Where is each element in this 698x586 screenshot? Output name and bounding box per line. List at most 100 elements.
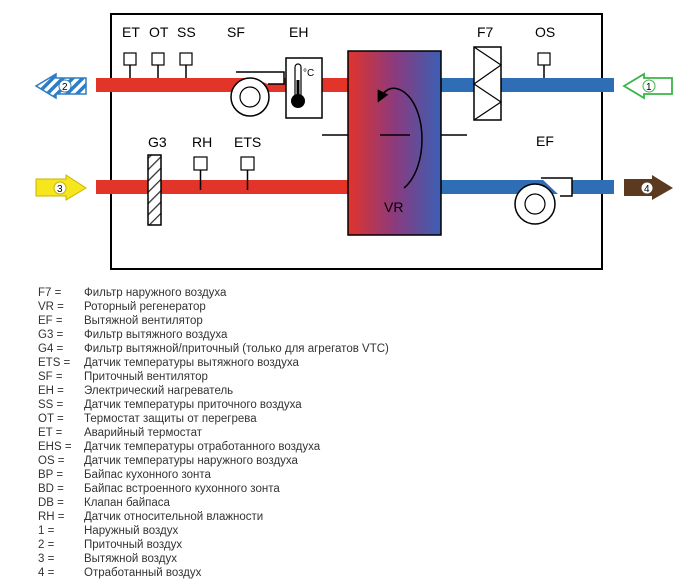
legend-row: OT = Термостат защиты от перегрева — [38, 412, 678, 426]
legend-code: 2 = — [38, 539, 55, 551]
rotation-arrow-icon — [377, 87, 423, 189]
legend-description: Датчик температуры наружного воздуха — [84, 455, 298, 467]
legend-code: EHS = — [38, 441, 72, 453]
legend-description: Вытяжной вентилятор — [84, 315, 203, 327]
supply-air-arrow: 2 — [34, 72, 87, 100]
legend-row: 4 = Отработанный воздух — [38, 566, 678, 580]
legend-description: Приточный вентилятор — [84, 371, 208, 383]
legend-code: SF = — [38, 371, 63, 383]
extract-air-arrow: 3 — [35, 174, 87, 201]
legend-row: SS = Датчик температуры приточного воздух… — [38, 398, 678, 412]
legend-code: 4 = — [38, 567, 55, 579]
legend-row: DB =Клапан байпаса — [38, 496, 678, 510]
legend-description: Клапан байпаса — [84, 497, 170, 509]
legend-code: BD = — [38, 483, 64, 495]
legend-description: Вытяжной воздух — [84, 553, 177, 565]
legend-row: 3 = Вытяжной воздух — [38, 552, 678, 566]
ot-label: OT — [149, 24, 169, 40]
legend-code: SS = — [38, 399, 64, 411]
ss-sensor-icon — [179, 52, 193, 78]
ets-label: ETS — [234, 134, 261, 150]
legend-row: F7 = Фильтр наружного воздуха — [38, 286, 678, 300]
ss-label: SS — [177, 24, 196, 40]
legend-description: Датчик температуры вытяжного воздуха — [84, 357, 299, 369]
sf-label: SF — [227, 24, 245, 40]
ot-sensor-icon — [151, 52, 165, 78]
legend-description: Датчик температуры отработанного воздуха — [84, 441, 321, 453]
svg-text:4: 4 — [644, 184, 650, 195]
legend-code: ET = — [38, 427, 63, 439]
legend-row: 1 = Наружный воздух — [38, 524, 678, 538]
ef-label: EF — [536, 133, 554, 149]
et-sensor-icon — [123, 52, 137, 78]
legend-code: VR = — [38, 301, 64, 313]
rotary-exchanger — [347, 50, 442, 236]
f7-filter-icon — [472, 46, 503, 121]
rh-sensor-icon — [193, 156, 208, 190]
extract-duct — [96, 180, 348, 194]
legend-row: BD = Байпас встроенного кухонного зонта — [38, 482, 678, 496]
electric-heater — [285, 57, 323, 119]
legend-row: BP = Байпас кухонного зонта — [38, 468, 678, 482]
legend-code: 3 = — [38, 553, 55, 565]
legend-code: RH = — [38, 511, 65, 523]
legend-row: OS = Датчик температуры наружного воздуха — [38, 454, 678, 468]
g3-filter-icon — [147, 154, 162, 226]
legend-description: Роторный регенератор — [84, 301, 206, 313]
legend-row: 2 = Приточный воздух — [38, 538, 678, 552]
legend-code: F7 = — [38, 287, 62, 299]
legend-description: Байпас кухонного зонта — [84, 469, 211, 481]
os-sensor-icon — [537, 52, 551, 78]
svg-text:1: 1 — [646, 82, 652, 93]
et-label: ET — [122, 24, 140, 40]
legend-row: SF = Приточный вентилятор — [38, 370, 678, 384]
legend-row: RH = Датчик относительной влажности — [38, 510, 678, 524]
legend-code: G3 = — [38, 329, 64, 341]
legend-code: OS = — [38, 455, 65, 467]
svg-text:2: 2 — [62, 82, 68, 93]
legend-description: Фильтр вытяжного воздуха — [84, 329, 228, 341]
legend-code: OT = — [38, 413, 64, 425]
legend-row: EH = Электрический нагреватель — [38, 384, 678, 398]
legend-row: EHS = Датчик температуры отработанного во… — [38, 440, 678, 454]
legend-description: Электрический нагреватель — [84, 385, 234, 397]
eh-label: EH — [289, 24, 308, 40]
f7-label: F7 — [477, 24, 494, 40]
os-label: OS — [535, 24, 555, 40]
thermometer-bulb — [291, 94, 305, 108]
legend-description: Датчик температуры приточного воздуха — [84, 399, 302, 411]
vr-label: VR — [384, 199, 403, 215]
legend-code: BP = — [38, 469, 64, 481]
legend-code: 1 = — [38, 525, 55, 537]
supply-duct — [96, 78, 348, 92]
legend-description: Датчик относительной влажности — [84, 511, 264, 523]
exhaust-air-arrow: 4 — [624, 175, 673, 200]
exhaust-fan-icon — [514, 177, 573, 225]
legend-description: Приточный воздух — [84, 539, 183, 551]
legend-row: ET = Аварийный термостат — [38, 426, 678, 440]
outdoor-air-arrow: 1 — [622, 72, 673, 100]
thermometer-mercury — [296, 80, 300, 98]
legend-code: EH = — [38, 385, 64, 397]
legend-description: Фильтр наружного воздуха — [84, 287, 227, 299]
legend-description: Отработанный воздух — [84, 567, 202, 579]
legend-description: Наружный воздух — [84, 525, 179, 537]
legend-description: Фильтр вытяжной/приточный (только для аг… — [84, 343, 389, 355]
legend-code: EF = — [38, 315, 63, 327]
svg-text:3: 3 — [57, 184, 63, 195]
legend-code: ETS = — [38, 357, 71, 369]
legend-row: G4 = Фильтр вытяжной/приточный (только дл… — [38, 342, 678, 356]
supply-fan-icon — [230, 71, 285, 117]
legend-description: Байпас встроенного кухонного зонта — [84, 483, 280, 495]
legend-row: G3 = Фильтр вытяжного воздуха — [38, 328, 678, 342]
legend: F7 = Фильтр наружного воздуха VR = Роторный… — [38, 286, 678, 580]
legend-row: ETS = Датчик температуры вытяжного воздух… — [38, 356, 678, 370]
rh-label: RH — [192, 134, 212, 150]
g3-label: G3 — [148, 134, 167, 150]
ets-sensor-icon — [240, 156, 255, 190]
ventilation-unit-diagram: VR SF °C EH ET OT SS F7 OS G3 — [34, 13, 673, 270]
legend-description: Термостат защиты от перегрева — [84, 413, 257, 425]
legend-description: Аварийный термостат — [84, 427, 203, 439]
legend-code: G4 = — [38, 343, 64, 355]
legend-row: VR = Роторный регенератор — [38, 300, 678, 314]
